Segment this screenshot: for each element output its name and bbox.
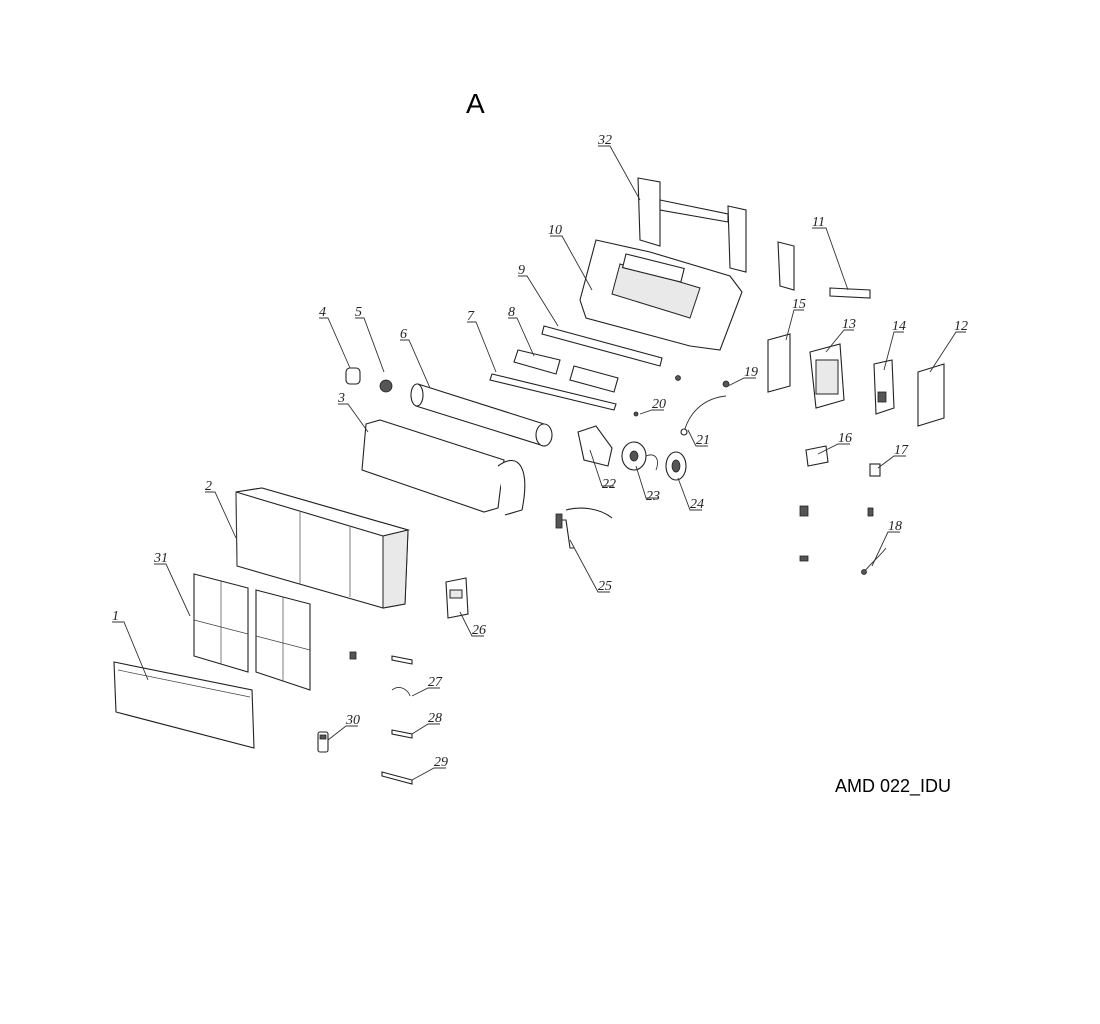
callout-32: 32 <box>597 133 612 148</box>
part-front-panel <box>113 661 255 749</box>
callout-26: 26 <box>472 623 486 638</box>
part-chassis <box>579 239 743 351</box>
callout-28: 28 <box>428 711 442 726</box>
part-motor-holder <box>577 425 613 467</box>
callout-12: 12 <box>954 319 968 334</box>
part-crossflow-fan <box>410 383 553 447</box>
callout-7: 7 <box>467 309 475 324</box>
callout-17: 17 <box>894 443 909 458</box>
part-evaporator <box>361 419 526 516</box>
callout-20: 20 <box>652 397 666 412</box>
part-pipe-connector <box>829 287 871 299</box>
callout-5: 5 <box>355 305 362 320</box>
callout-labels: 1 2 3 4 5 6 7 8 9 10 11 12 13 14 15 16 1… <box>112 133 968 770</box>
part-temperature-sensor <box>680 395 727 436</box>
part-bearing-holder <box>345 367 361 385</box>
callout-16: 16 <box>838 431 852 446</box>
callout-31: 31 <box>153 551 168 566</box>
sheet-letter: A <box>466 88 485 119</box>
callout-30: 30 <box>345 713 360 728</box>
callout-19: 19 <box>744 365 758 380</box>
part-display-parts <box>349 651 413 697</box>
part-cover-29 <box>381 771 413 785</box>
callout-2: 2 <box>205 479 212 494</box>
part-vertical-louvers <box>513 349 619 393</box>
part-control-box <box>809 343 845 409</box>
callout-3: 3 <box>337 391 345 406</box>
callout-8: 8 <box>508 305 515 320</box>
leader-lines <box>112 145 966 781</box>
part-screw-19 <box>722 380 730 388</box>
part-cover-28 <box>391 729 413 739</box>
part-pcb <box>873 359 895 415</box>
callout-9: 9 <box>518 263 525 278</box>
part-drain-pipe <box>555 507 613 549</box>
part-louver <box>489 373 617 411</box>
callout-29: 29 <box>434 755 448 770</box>
callout-27: 27 <box>428 675 443 690</box>
callout-25: 25 <box>598 579 612 594</box>
part-motor-cover <box>665 451 687 481</box>
callout-24: 24 <box>690 497 704 512</box>
callout-15: 15 <box>792 297 806 312</box>
callout-23: 23 <box>646 489 660 504</box>
part-holder <box>867 463 881 517</box>
part-electric-box <box>767 333 791 393</box>
part-display-box <box>445 577 469 619</box>
part-air-filters <box>193 573 311 691</box>
callout-11: 11 <box>812 215 825 230</box>
part-fan-motor <box>621 441 658 471</box>
part-remote-controller <box>317 731 329 753</box>
callout-14: 14 <box>892 319 906 334</box>
part-electric-cover <box>917 363 945 427</box>
callout-1: 1 <box>112 609 119 624</box>
callout-6: 6 <box>400 327 407 342</box>
callout-4: 4 <box>319 305 326 320</box>
part-power-cord <box>861 547 887 575</box>
part-bearing <box>379 379 393 393</box>
part-horizontal-flap <box>541 325 663 367</box>
part-mounting-plate <box>637 177 747 273</box>
callout-22: 22 <box>602 477 616 492</box>
callout-21: 21 <box>696 433 710 448</box>
callout-10: 10 <box>548 223 562 238</box>
part-screw-20 <box>633 375 681 417</box>
callout-18: 18 <box>888 519 902 534</box>
part-terminal-block <box>799 445 829 562</box>
part-front-frame <box>235 487 411 609</box>
model-code: AMD 022_IDU <box>835 776 951 797</box>
callout-13: 13 <box>842 317 856 332</box>
part-bracket <box>777 241 795 291</box>
